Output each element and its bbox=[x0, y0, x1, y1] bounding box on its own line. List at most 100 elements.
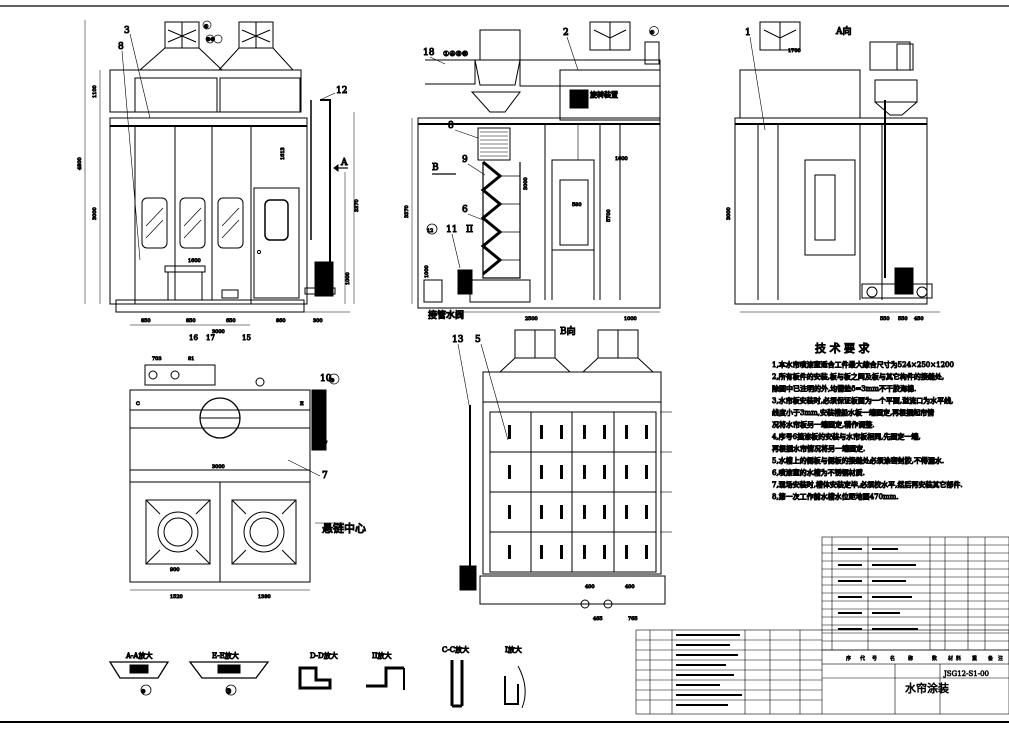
callout-5: 5 bbox=[475, 335, 481, 345]
side-cabin bbox=[417, 117, 661, 309]
rear-title: A向 bbox=[835, 25, 852, 37]
fan-callouts-side: ①④⑤⑥ bbox=[443, 50, 468, 58]
plan-mark-e: E bbox=[300, 401, 304, 407]
tech-line-6: 况将水帘板另一端固定,稍作调整. bbox=[772, 420, 874, 429]
tech-requirements: 技 术 要 求 1,本水帘喷漆室适合工件最大综合尺寸为524×250×1200 … bbox=[772, 342, 964, 502]
tech-title: 技 术 要 求 bbox=[815, 342, 870, 355]
bom-scribble bbox=[838, 548, 918, 630]
fan-callout-1: ① bbox=[204, 24, 209, 30]
drain-label: 接管水阀 bbox=[428, 309, 464, 321]
dim-side-7: 580 bbox=[572, 202, 582, 208]
pump-side bbox=[457, 269, 473, 295]
callout-rear-1: 1 bbox=[745, 28, 751, 38]
tech-line-2: 2,所有板件的安装,板与板之间及板与其它构件的接缝处, bbox=[772, 372, 944, 381]
bom-hdr-6: 材 bbox=[948, 655, 953, 662]
nozzle-grid bbox=[508, 425, 648, 559]
tech-line-7: 4,序号6挡漆板的安装与水帘板相同,先固定一端, bbox=[772, 432, 921, 441]
back-view: B向 400 400 465 765 13 bbox=[452, 325, 672, 623]
title-block: 水帘涂装 JSG12-S1-00 bbox=[635, 629, 1009, 715]
dim-side-6: 1600 bbox=[615, 156, 628, 162]
detail-aa-label: A-A放大 bbox=[125, 651, 152, 660]
plan-view: 703 81 3000 1520 1380 900 10 ② 7 7 悬链中心 … bbox=[129, 356, 367, 601]
callout-12: 12 bbox=[336, 86, 347, 96]
tech-line-3: 除图中已注明的外,均需垫δ=3mm不干胶海棉. bbox=[772, 384, 916, 393]
bom-hdr-3: 名 bbox=[890, 655, 895, 662]
bom-hdr-1: 代 bbox=[860, 655, 865, 662]
dim-rear-2: 3000 bbox=[726, 207, 732, 220]
detail-dd: D-D放大 bbox=[298, 651, 338, 690]
dim-front-6: 3000 bbox=[212, 329, 225, 335]
callout-3: 3 bbox=[124, 26, 130, 36]
detail-cc-label: C-C放大 bbox=[442, 645, 469, 654]
detail-ii-label: II放大 bbox=[372, 651, 392, 660]
detail-i: I放大 bbox=[504, 645, 526, 709]
dim-back-3: 465 bbox=[593, 616, 603, 622]
fan-unit-right bbox=[217, 21, 295, 71]
dim-front-2: 850 bbox=[186, 318, 196, 324]
part-15: 15 bbox=[242, 334, 251, 342]
bom-hdr-2: 号 bbox=[872, 656, 877, 662]
dim-rear-3: 550 bbox=[880, 316, 890, 322]
dim-front-3: 650 bbox=[226, 318, 236, 324]
dim-back-2: 400 bbox=[625, 584, 635, 590]
dim-front-7: 1613 bbox=[280, 147, 286, 160]
hang-chain-center: 悬链中心 bbox=[322, 521, 366, 535]
dim-side-1: 2500 bbox=[525, 316, 538, 322]
detail-cc: C-C放大 bbox=[442, 645, 470, 708]
dim-back-4: 765 bbox=[628, 616, 638, 622]
coil bbox=[477, 127, 511, 161]
callout-10: 10 bbox=[320, 374, 332, 384]
callout-2: 2 bbox=[563, 28, 569, 38]
cabin-body bbox=[109, 117, 308, 305]
dim-side-8: 1000 bbox=[424, 265, 430, 278]
detail-aa: ⑩ A-A放大 bbox=[108, 651, 170, 696]
bom-hdr-8: 重 bbox=[972, 655, 977, 662]
door bbox=[253, 187, 300, 299]
pipe-plan bbox=[311, 389, 327, 451]
workpiece-frame bbox=[551, 159, 595, 251]
dim-plan-3: 3000 bbox=[212, 464, 225, 470]
detail-dd-label: D-D放大 bbox=[310, 651, 338, 660]
window-1 bbox=[141, 197, 168, 249]
callout-13: 13 bbox=[452, 335, 464, 345]
dim-plan-6: 900 bbox=[170, 567, 180, 573]
detail-views: ⑩ A-A放大 ⑪ E-E放大 D-D放大 II放大 C-C放大 I放大 bbox=[108, 645, 526, 709]
callout-7a: 7 bbox=[322, 441, 328, 451]
detail-ee-label: E-E放大 bbox=[212, 651, 239, 660]
dim-front-10: 1000 bbox=[345, 272, 351, 285]
dim-rear-4: 550 bbox=[898, 316, 908, 322]
dim-front-11: 4800 bbox=[77, 157, 83, 170]
part-16: 16 bbox=[189, 334, 198, 342]
title-block-scribble bbox=[676, 634, 742, 706]
dim-side-4: 3000 bbox=[523, 177, 529, 190]
detail-i-label: I放大 bbox=[505, 645, 522, 654]
window-3 bbox=[217, 197, 244, 249]
dim-front-1: 850 bbox=[141, 318, 151, 324]
dim-front-4: 860 bbox=[276, 318, 286, 324]
front-view: A 3 8 12 ① ③④ 850 850 650 860 300 3000 1… bbox=[77, 20, 361, 343]
callout-11: 11 bbox=[446, 225, 457, 235]
callout-9: 9 bbox=[462, 155, 468, 165]
detail-ee: ⑪ E-E放大 bbox=[188, 651, 270, 696]
detail-ee-callout: ⑪ bbox=[226, 688, 231, 695]
back-cabin bbox=[482, 401, 662, 575]
dim-back-1: 400 bbox=[585, 584, 595, 590]
dim-front-5: 300 bbox=[313, 318, 323, 324]
motor-side bbox=[569, 89, 589, 109]
plan-mark-c: C bbox=[136, 401, 140, 407]
top-callout-side: ① bbox=[650, 30, 655, 36]
pump-back bbox=[459, 565, 477, 591]
dim-side-3: 3370 bbox=[404, 205, 410, 218]
tech-line-9: 5,水槽上的侧板与侧板的接缝处必须涂密封胶,不得漏水. bbox=[772, 456, 944, 465]
callout-8: 8 bbox=[118, 42, 124, 52]
bom-hdr-5: 数 bbox=[932, 655, 937, 662]
section-marker-a: A bbox=[340, 158, 348, 168]
rear-view: A向 1700 3000 550 550 450 1 bbox=[726, 21, 940, 323]
bom-rows bbox=[822, 544, 1009, 642]
callout-side-8: 8 bbox=[448, 121, 454, 131]
dim-plan-5: 1380 bbox=[258, 594, 271, 600]
part-17: 17 bbox=[206, 334, 215, 342]
outlet-right bbox=[231, 499, 297, 565]
